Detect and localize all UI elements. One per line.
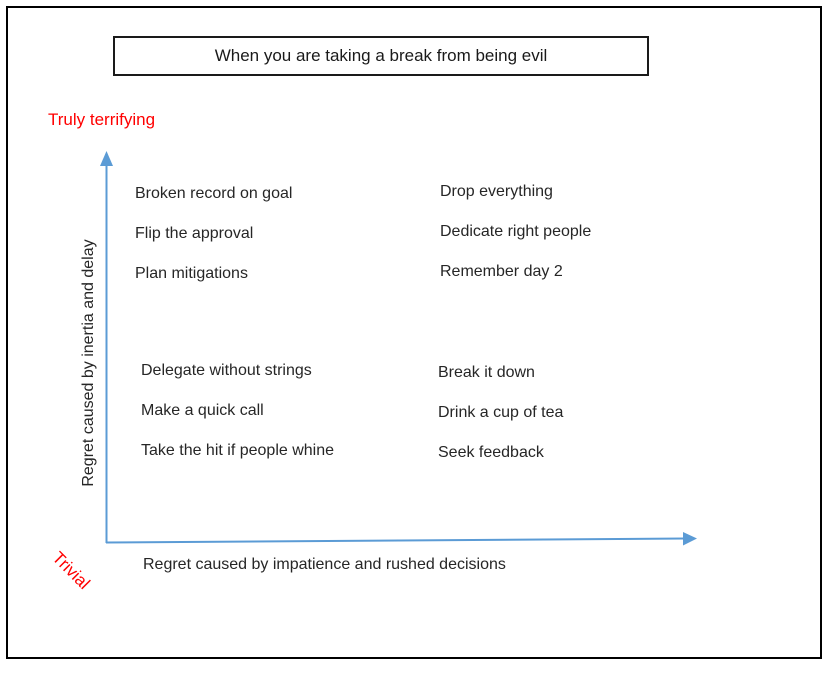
x-axis-label: Regret caused by impatience and rushed d… (143, 556, 506, 573)
title-box: When you are taking a break from being e… (113, 36, 649, 76)
quadrant-bottom-right: Break it down Drink a cup of tea Seek fe… (438, 363, 563, 483)
y-axis-arrowhead-icon (100, 151, 113, 166)
quadrant-item: Broken record on goal (135, 185, 293, 202)
quadrant-item: Make a quick call (141, 402, 264, 419)
quadrant-item: Break it down (438, 364, 535, 381)
quadrant-item: Take the hit if people whine (141, 442, 335, 459)
quadrant-item: Dedicate right people (440, 223, 592, 240)
quadrant-bottom-left: Delegate without strings Make a quick ca… (141, 361, 334, 481)
quadrant-item: Delegate without strings (141, 362, 312, 379)
outer-border (6, 6, 822, 659)
x-axis-line (105, 537, 686, 544)
quadrant-top-left: Broken record on goal Flip the approval … (135, 184, 292, 304)
quadrant-item: Flip the approval (135, 225, 254, 242)
quadrant-item: Drop everything (440, 183, 553, 200)
quadrant-item: Plan mitigations (135, 265, 248, 282)
x-axis-arrowhead-icon (683, 532, 697, 546)
y-axis-top-extreme-label: Truly terrifying (48, 110, 156, 129)
diagram-title: When you are taking a break from being e… (214, 46, 548, 65)
y-axis-label: Regret caused by inertia and delay (80, 239, 97, 487)
quadrant-top-right: Drop everything Dedicate right people Re… (440, 182, 591, 302)
quadrant-item: Seek feedback (438, 444, 544, 461)
quadrant-item: Drink a cup of tea (438, 404, 564, 421)
quadrant-item: Remember day 2 (440, 263, 563, 280)
